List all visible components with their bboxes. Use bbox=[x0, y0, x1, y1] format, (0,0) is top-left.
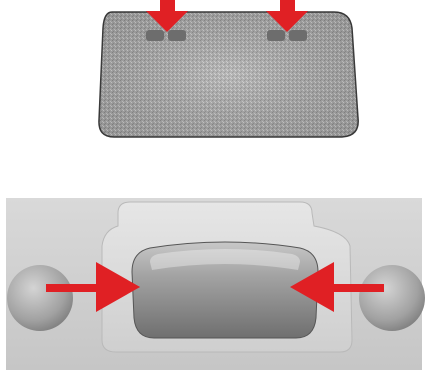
right-button-b bbox=[289, 30, 307, 41]
right-sphere bbox=[359, 265, 425, 331]
left-button-a bbox=[146, 30, 164, 41]
left-sphere bbox=[7, 265, 73, 331]
right-button-a bbox=[267, 30, 285, 41]
left-button-b bbox=[168, 30, 186, 41]
light-lens bbox=[99, 12, 358, 137]
